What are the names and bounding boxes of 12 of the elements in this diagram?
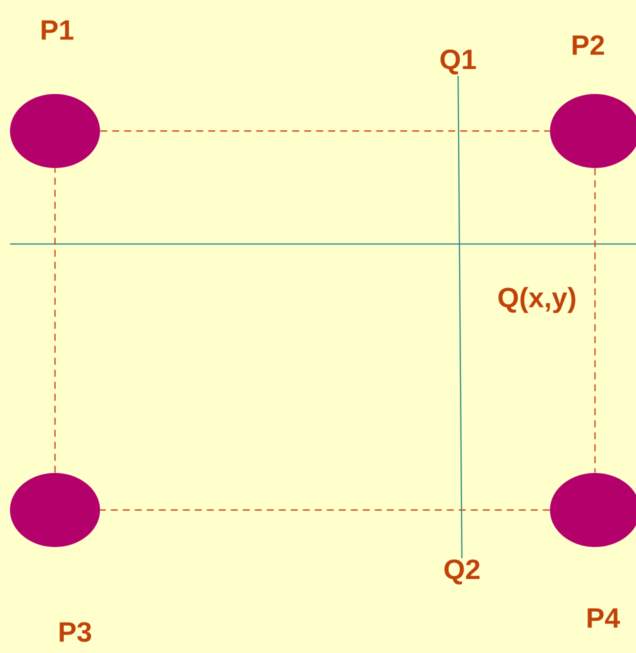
point-label: P4 [588,608,620,628]
point-label: P3 [60,622,92,642]
connector-line [594,168,596,473]
connector-line [100,509,550,511]
point-label: P1 [42,20,74,40]
connector-line [458,76,462,558]
point-label: Q1 [440,49,476,75]
point-label: Q2 [444,559,480,585]
connector-line [100,130,550,132]
point-label: Q(x,y) [498,286,576,314]
point-label: P2 [572,35,604,55]
connector-line [54,168,56,473]
